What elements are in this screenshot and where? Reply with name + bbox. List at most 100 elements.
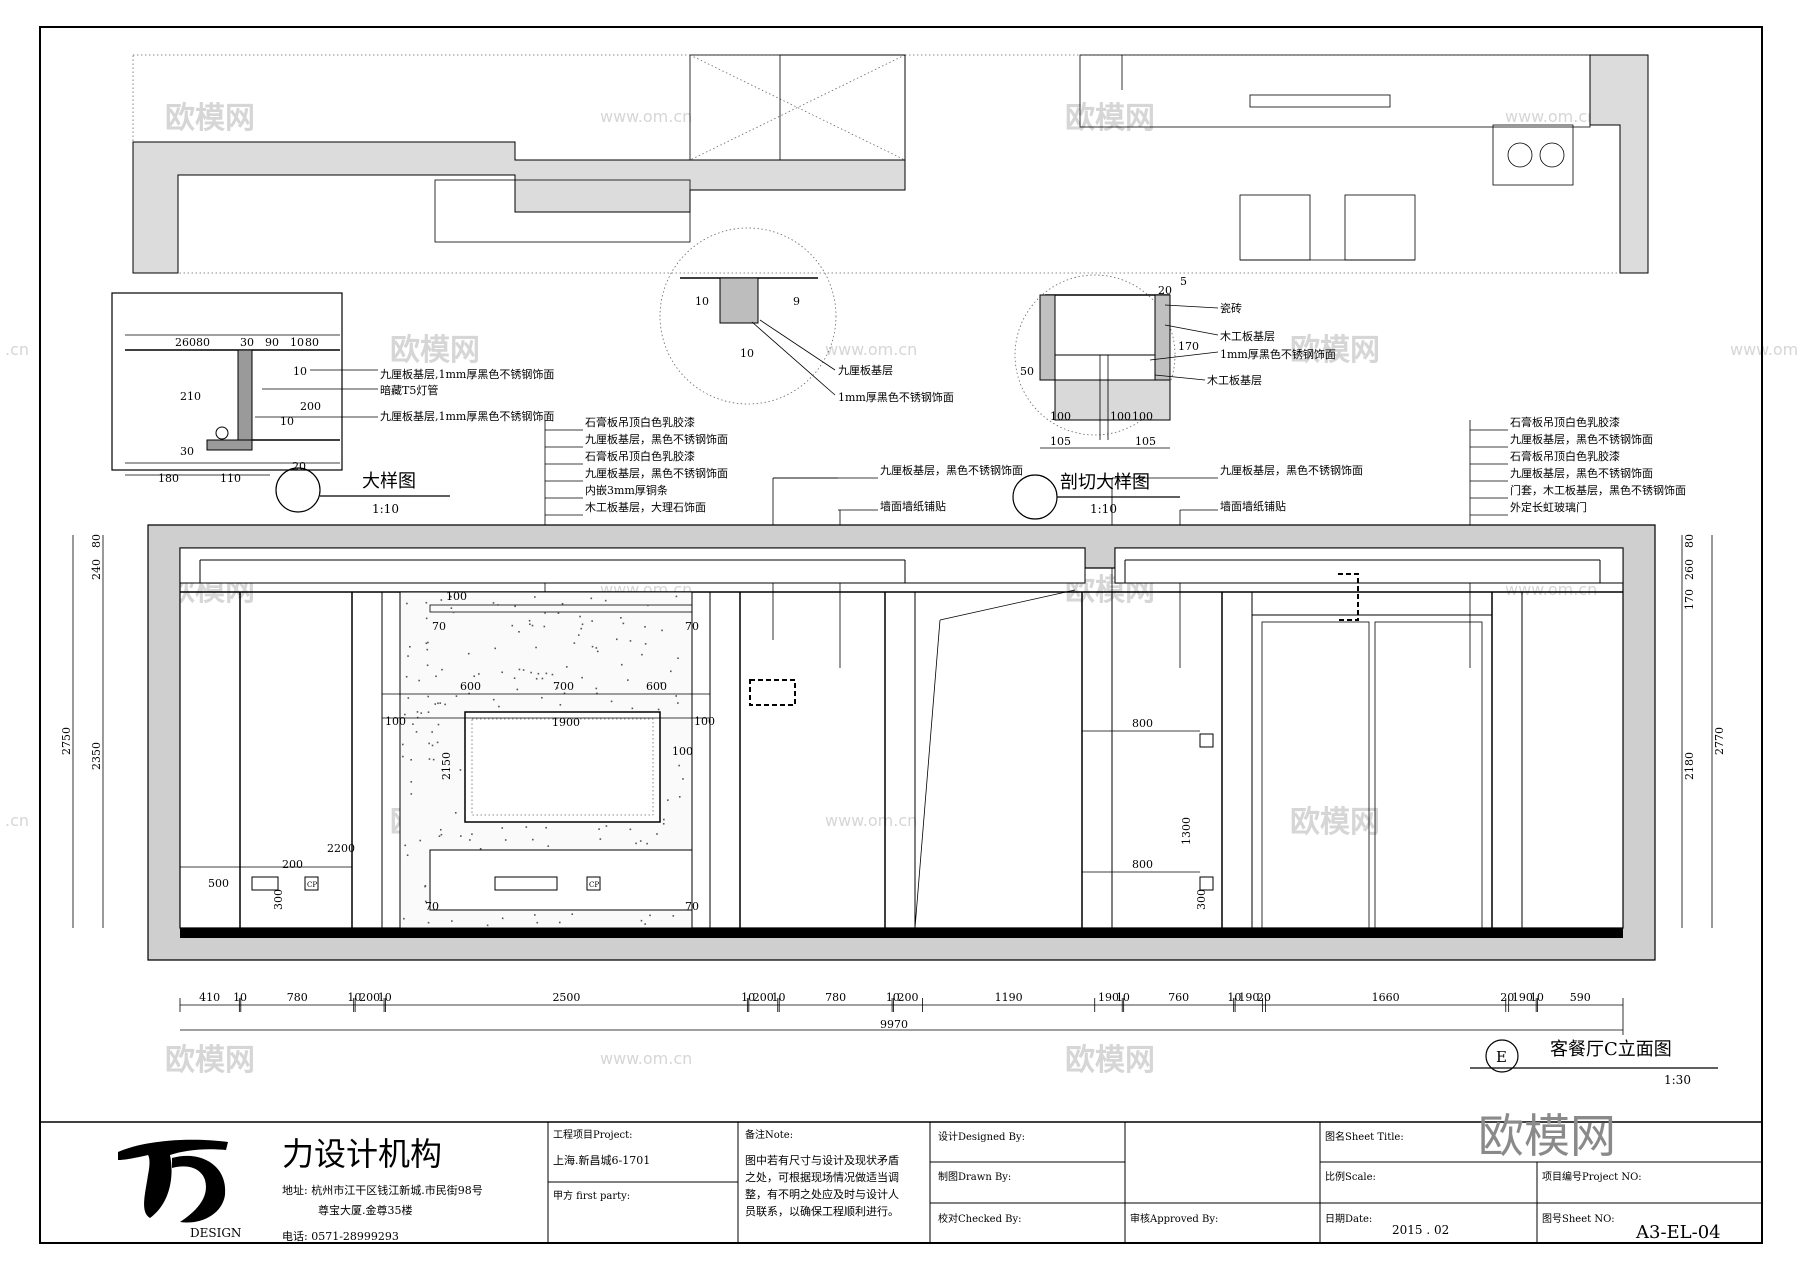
watermark-brand: 欧模网 (1065, 101, 1155, 136)
note-text: 员联系，以确保工程顺利进行。 (745, 1204, 899, 1218)
marble-speck (410, 793, 413, 795)
marble-speck (416, 716, 419, 719)
dim-label: 80 (196, 336, 210, 349)
marble-speck (407, 655, 409, 657)
sheet-no-label: 图号Sheet NO: (1542, 1213, 1615, 1225)
client-label: 甲方 first party: (553, 1189, 630, 1202)
sheet-border (39, 26, 1763, 1244)
marble-speck (469, 839, 471, 841)
marble-speck (428, 758, 431, 760)
watermark-site: www.om.cn (1505, 107, 1597, 126)
note-label: 备注Note: (745, 1128, 793, 1141)
dim-label: 10 (1227, 991, 1241, 1004)
watermark-brand: 欧模网 (390, 333, 480, 368)
elevation-title: 客餐厅C立面图 (1550, 1039, 1672, 1060)
watermark-brand-large: 欧模网 (1478, 1109, 1616, 1163)
dim-label: 10 (886, 991, 900, 1004)
dim-label: 80 (90, 534, 103, 548)
watermark-layer: 欧模网 欧模网 www.om.cn www.om.cn 欧模网 欧模网 www.… (5, 101, 1800, 1078)
marble-speck (492, 602, 495, 604)
marble-speck (513, 677, 516, 679)
marble-speck (418, 679, 420, 682)
marble-speck (678, 764, 680, 767)
marble-speck (559, 704, 562, 706)
marble-speck (591, 645, 594, 648)
marble-speck (543, 625, 546, 628)
marble-speck (497, 604, 499, 606)
marble-speck (436, 741, 439, 744)
marble-speck (534, 914, 536, 916)
dim-total: 9970 (880, 1018, 908, 1031)
marble-speck (498, 705, 500, 708)
dim-label: 190 (1238, 991, 1259, 1004)
left-note: 石膏板吊顶白色乳胶漆 (585, 449, 695, 463)
marble-speck (682, 778, 684, 780)
dim-label: 1190 (995, 991, 1023, 1004)
dim-label: 800 (1132, 717, 1153, 730)
marble-speck (451, 920, 453, 922)
marble-speck (581, 676, 583, 679)
marble-speck (529, 623, 531, 626)
dim-label: 170 (1683, 589, 1696, 610)
marble-speck (473, 675, 476, 678)
marble-speck (419, 839, 422, 842)
company-name: 力设计机构 (282, 1135, 442, 1173)
dim-label: 1660 (1372, 991, 1400, 1004)
marble-speck (661, 629, 663, 632)
marble-speck (649, 914, 651, 917)
marble-speck (677, 657, 679, 660)
tv-niche (464, 711, 661, 823)
dim-label: 190 (1512, 991, 1533, 1004)
scale-label: 比例Scale: (1325, 1170, 1376, 1183)
marble-speck (431, 744, 434, 747)
dim-label: 105 (1135, 435, 1156, 448)
dim-label: 300 (1195, 889, 1208, 910)
marble-speck (660, 682, 662, 684)
socket-icon (251, 876, 279, 891)
marble-speck (478, 673, 480, 675)
dim-label: 590 (1570, 991, 1591, 1004)
marble-speck (439, 828, 442, 831)
right-note: 九厘板基层，黑色不锈钢饰面 (1510, 466, 1653, 480)
marble-speck (640, 919, 643, 922)
watermark-brand: 欧模网 (165, 1043, 255, 1078)
detail-title: 大样图 (362, 471, 416, 492)
marble-speck (479, 847, 482, 850)
approved-label: 审核Approved By: (1130, 1212, 1218, 1225)
marble-speck (403, 917, 405, 920)
marble-speck (426, 648, 429, 651)
marble-speck (518, 630, 520, 633)
dim-label: 10 (741, 991, 755, 1004)
marble-speck (595, 687, 598, 690)
marble-speck (501, 917, 504, 920)
marble-speck (556, 687, 559, 689)
dim-label: 70 (432, 620, 446, 633)
marble-speck (605, 825, 608, 827)
marble-speck (518, 668, 521, 671)
dim-label: 410 (199, 991, 220, 1004)
dim-label: 80 (305, 336, 319, 349)
dim-label: 50 (1020, 365, 1034, 378)
section-note: 1mm厚黑色不锈钢饰面 (1220, 347, 1336, 361)
dim-label: 240 (90, 559, 103, 580)
checked-label: 校对Checked By: (938, 1212, 1022, 1225)
marble-speck (558, 921, 561, 924)
watermark-brand: 欧模网 (1290, 333, 1380, 368)
marble-speck (596, 692, 598, 695)
marble-speck (437, 702, 439, 705)
marble-speck (669, 670, 672, 673)
marble-speck (471, 833, 473, 836)
dim-label: 200 (898, 991, 919, 1004)
marble-speck (646, 842, 648, 845)
dim-label: 10 (378, 991, 392, 1004)
marble-speck (677, 702, 679, 704)
marble-speck (431, 731, 433, 733)
dim-label: 10 (740, 347, 754, 360)
designed-label: 设计Designed By: (938, 1130, 1025, 1143)
dim-label: 1300 (1180, 817, 1193, 845)
marble-speck (501, 827, 504, 829)
marble-speck (545, 826, 547, 829)
marble-speck (501, 671, 503, 674)
glass-door (1251, 614, 1493, 929)
dim-label: 10 (1530, 991, 1544, 1004)
